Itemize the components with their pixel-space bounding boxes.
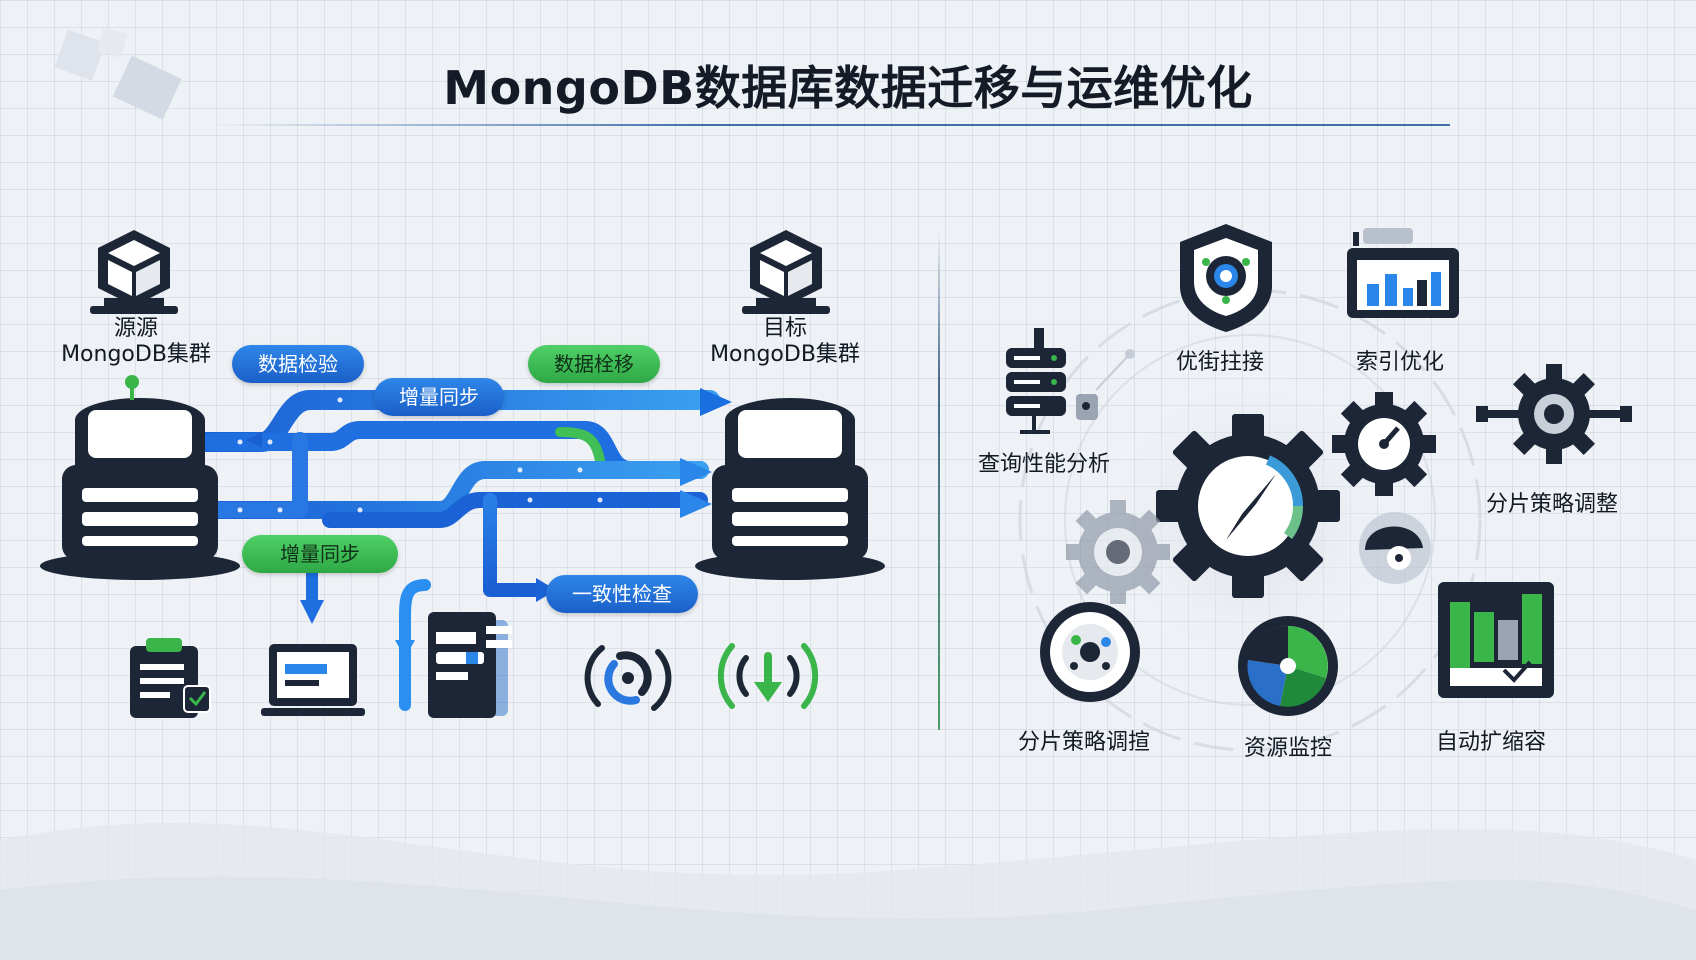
pipe-bottom: [322, 492, 708, 528]
dial-gear-icon: [1332, 392, 1436, 496]
arrowhead-top: [700, 388, 732, 416]
source-server-cube-icon: [90, 230, 178, 314]
source-cluster-label-line2: MongoDB集群: [61, 342, 211, 367]
pipe-low: [197, 432, 308, 518]
document-stack-icon: [428, 612, 512, 718]
query-analysis-label: 查询性能分析: [978, 452, 1111, 477]
shield-optimize-icon: [1180, 224, 1272, 332]
arrowhead-left: [246, 432, 262, 448]
target-cluster-label-line2: MongoDB集群: [710, 342, 860, 367]
page-title: MongoDB数据库数据迁移与运维优化: [443, 61, 1253, 115]
autoscale-grid-icon: [1438, 582, 1554, 698]
background-swoosh: [0, 822, 1696, 960]
optimize-label: 优街拄接: [1176, 350, 1265, 375]
target-cluster-label-line1: 目标: [762, 316, 807, 341]
pill-data-validate: 数据检验: [232, 345, 364, 383]
clipboard-check-icon: [130, 638, 211, 718]
shard-gear-icon: [1476, 364, 1632, 464]
main-gear-icon: [1156, 414, 1340, 598]
query-server-icon: [1006, 328, 1135, 434]
pill-data-migrate: 数据栓移: [528, 345, 660, 383]
pill-incremental-sync-bottom: 增量同步: [242, 535, 398, 573]
arrowhead-upper: [680, 458, 712, 486]
shard-strategy-right-label: 分片策略调整: [1486, 492, 1619, 517]
title-underline: [210, 124, 1450, 126]
pill-consistency-check: 一致性检查: [546, 575, 698, 613]
arrowhead-mid: [680, 490, 712, 518]
panel-divider: [938, 230, 940, 730]
shard-dial-icon: [1040, 602, 1140, 702]
sync-wave-icon: [584, 645, 672, 711]
cloud-gear-icon: [1359, 512, 1431, 584]
target-cluster-label: 目标 MongoDB集群: [700, 316, 870, 368]
pipe-down-doc: [399, 579, 431, 711]
source-db-icon: [40, 375, 240, 580]
pipe-green: [555, 427, 605, 465]
source-cluster-label: 源源 MongoDB集群: [56, 316, 216, 368]
arrowhead-down: [300, 600, 324, 624]
resource-gauge-icon: [1238, 616, 1338, 716]
resource-monitor-label: 资源监控: [1244, 736, 1333, 761]
faded-gear-icon: [1066, 500, 1170, 604]
pipe-to-check: [483, 493, 547, 597]
target-server-cube-icon: [742, 230, 830, 314]
decorative-cubes: [54, 27, 182, 120]
index-optimize-label: 索引优化: [1356, 350, 1445, 375]
source-cluster-label-line1: 源源: [113, 316, 158, 341]
autoscale-label: 自动扩缩容: [1436, 730, 1547, 755]
pill-incremental-sync-top: 增量同步: [374, 378, 504, 416]
laptop-icon: [261, 644, 365, 716]
shard-strategy-bottom-label: 分片策略调揎: [1018, 730, 1151, 755]
pipe-mid: [196, 461, 709, 519]
index-chart-icon: [1347, 228, 1459, 318]
target-db-icon: [695, 398, 885, 580]
arrowhead-doc: [395, 640, 415, 658]
sync-pipes: [195, 390, 720, 711]
download-signal-icon: [717, 643, 819, 709]
